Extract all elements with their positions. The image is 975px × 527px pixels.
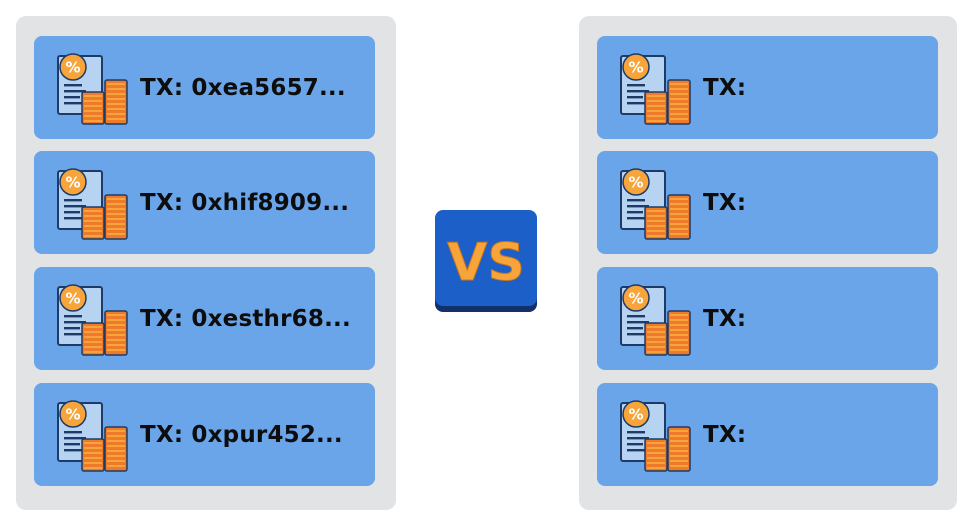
tax-document-coins-icon xyxy=(619,281,693,357)
tx-card: TX: xyxy=(597,36,938,139)
tx-label: TX: xyxy=(703,189,747,216)
tax-document-coins-icon xyxy=(56,50,130,126)
vs-badge: VS xyxy=(435,210,537,312)
tx-card: TX: 0xea5657... xyxy=(34,36,375,139)
tx-card: TX: xyxy=(597,267,938,370)
tx-label: TX: xyxy=(703,74,747,101)
tax-document-coins-icon xyxy=(56,281,130,357)
tx-card: TX: 0xpur452... xyxy=(34,383,375,486)
tx-label: TX: 0xesthr68... xyxy=(140,305,351,332)
tax-document-coins-icon xyxy=(619,397,693,473)
tx-card: TX: 0xhif8909... xyxy=(34,151,375,254)
tx-label: TX: 0xhif8909... xyxy=(140,189,350,216)
tx-card: TX: xyxy=(597,151,938,254)
tx-label: TX: 0xpur452... xyxy=(140,421,343,448)
tax-document-coins-icon xyxy=(619,165,693,241)
right-transaction-panel: TX: TX: TX: TX: xyxy=(579,16,957,510)
tx-card: TX: 0xesthr68... xyxy=(34,267,375,370)
tx-card: TX: xyxy=(597,383,938,486)
tx-label: TX: xyxy=(703,305,747,332)
tx-label: TX: 0xea5657... xyxy=(140,74,346,101)
tax-document-coins-icon xyxy=(619,50,693,126)
tax-document-coins-icon xyxy=(56,397,130,473)
tx-label: TX: xyxy=(703,421,747,448)
left-transaction-panel: TX: 0xea5657... TX: 0xhif8909... TX: 0xe… xyxy=(16,16,396,510)
vs-label: VS xyxy=(447,233,525,293)
tax-document-coins-icon xyxy=(56,165,130,241)
